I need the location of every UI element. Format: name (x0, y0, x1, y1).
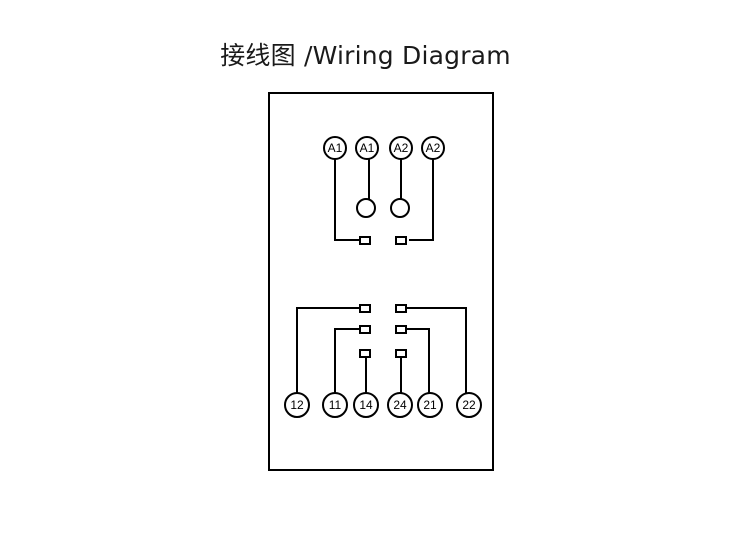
contact-pad-no-right (395, 349, 407, 358)
contact-pad-nc-right (395, 304, 407, 313)
coil-wiring (334, 158, 434, 245)
diagram-title: 接线图 /Wiring Diagram (220, 41, 511, 70)
contact-pad-com-left (359, 325, 371, 334)
terminal-label-a2-inner: A2 (394, 141, 409, 155)
terminal-14 (353, 392, 379, 418)
terminal-a2-inner (389, 136, 413, 160)
terminal-label-14: 14 (359, 398, 373, 412)
terminal-label-12: 12 (290, 398, 304, 412)
contact-pad-no-left (359, 349, 371, 358)
terminal-21 (417, 392, 443, 418)
terminal-a1-outer (323, 136, 347, 160)
contact-pad-nc-left (359, 304, 371, 313)
terminal-24 (387, 392, 413, 418)
coil-contact-left (359, 236, 371, 245)
coil-contact-right (395, 236, 407, 245)
terminal-label-a1-outer: A1 (328, 141, 343, 155)
terminal-label-24: 24 (393, 398, 407, 412)
terminal-label-22: 22 (462, 398, 476, 412)
terminal-label-a2-outer: A2 (426, 141, 441, 155)
terminal-label-a1-inner: A1 (360, 141, 375, 155)
terminal-22 (456, 392, 482, 418)
coil-circle-right (390, 198, 410, 218)
relay-enclosure (268, 92, 494, 471)
terminal-label-21: 21 (423, 398, 437, 412)
terminal-11 (322, 392, 348, 418)
terminal-a1-inner (355, 136, 379, 160)
terminal-label-11: 11 (329, 398, 342, 412)
terminal-a2-outer (421, 136, 445, 160)
terminal-12 (284, 392, 310, 418)
contact-wiring (296, 304, 467, 393)
coil-circle-left (356, 198, 376, 218)
contact-pad-com-right (395, 325, 407, 334)
